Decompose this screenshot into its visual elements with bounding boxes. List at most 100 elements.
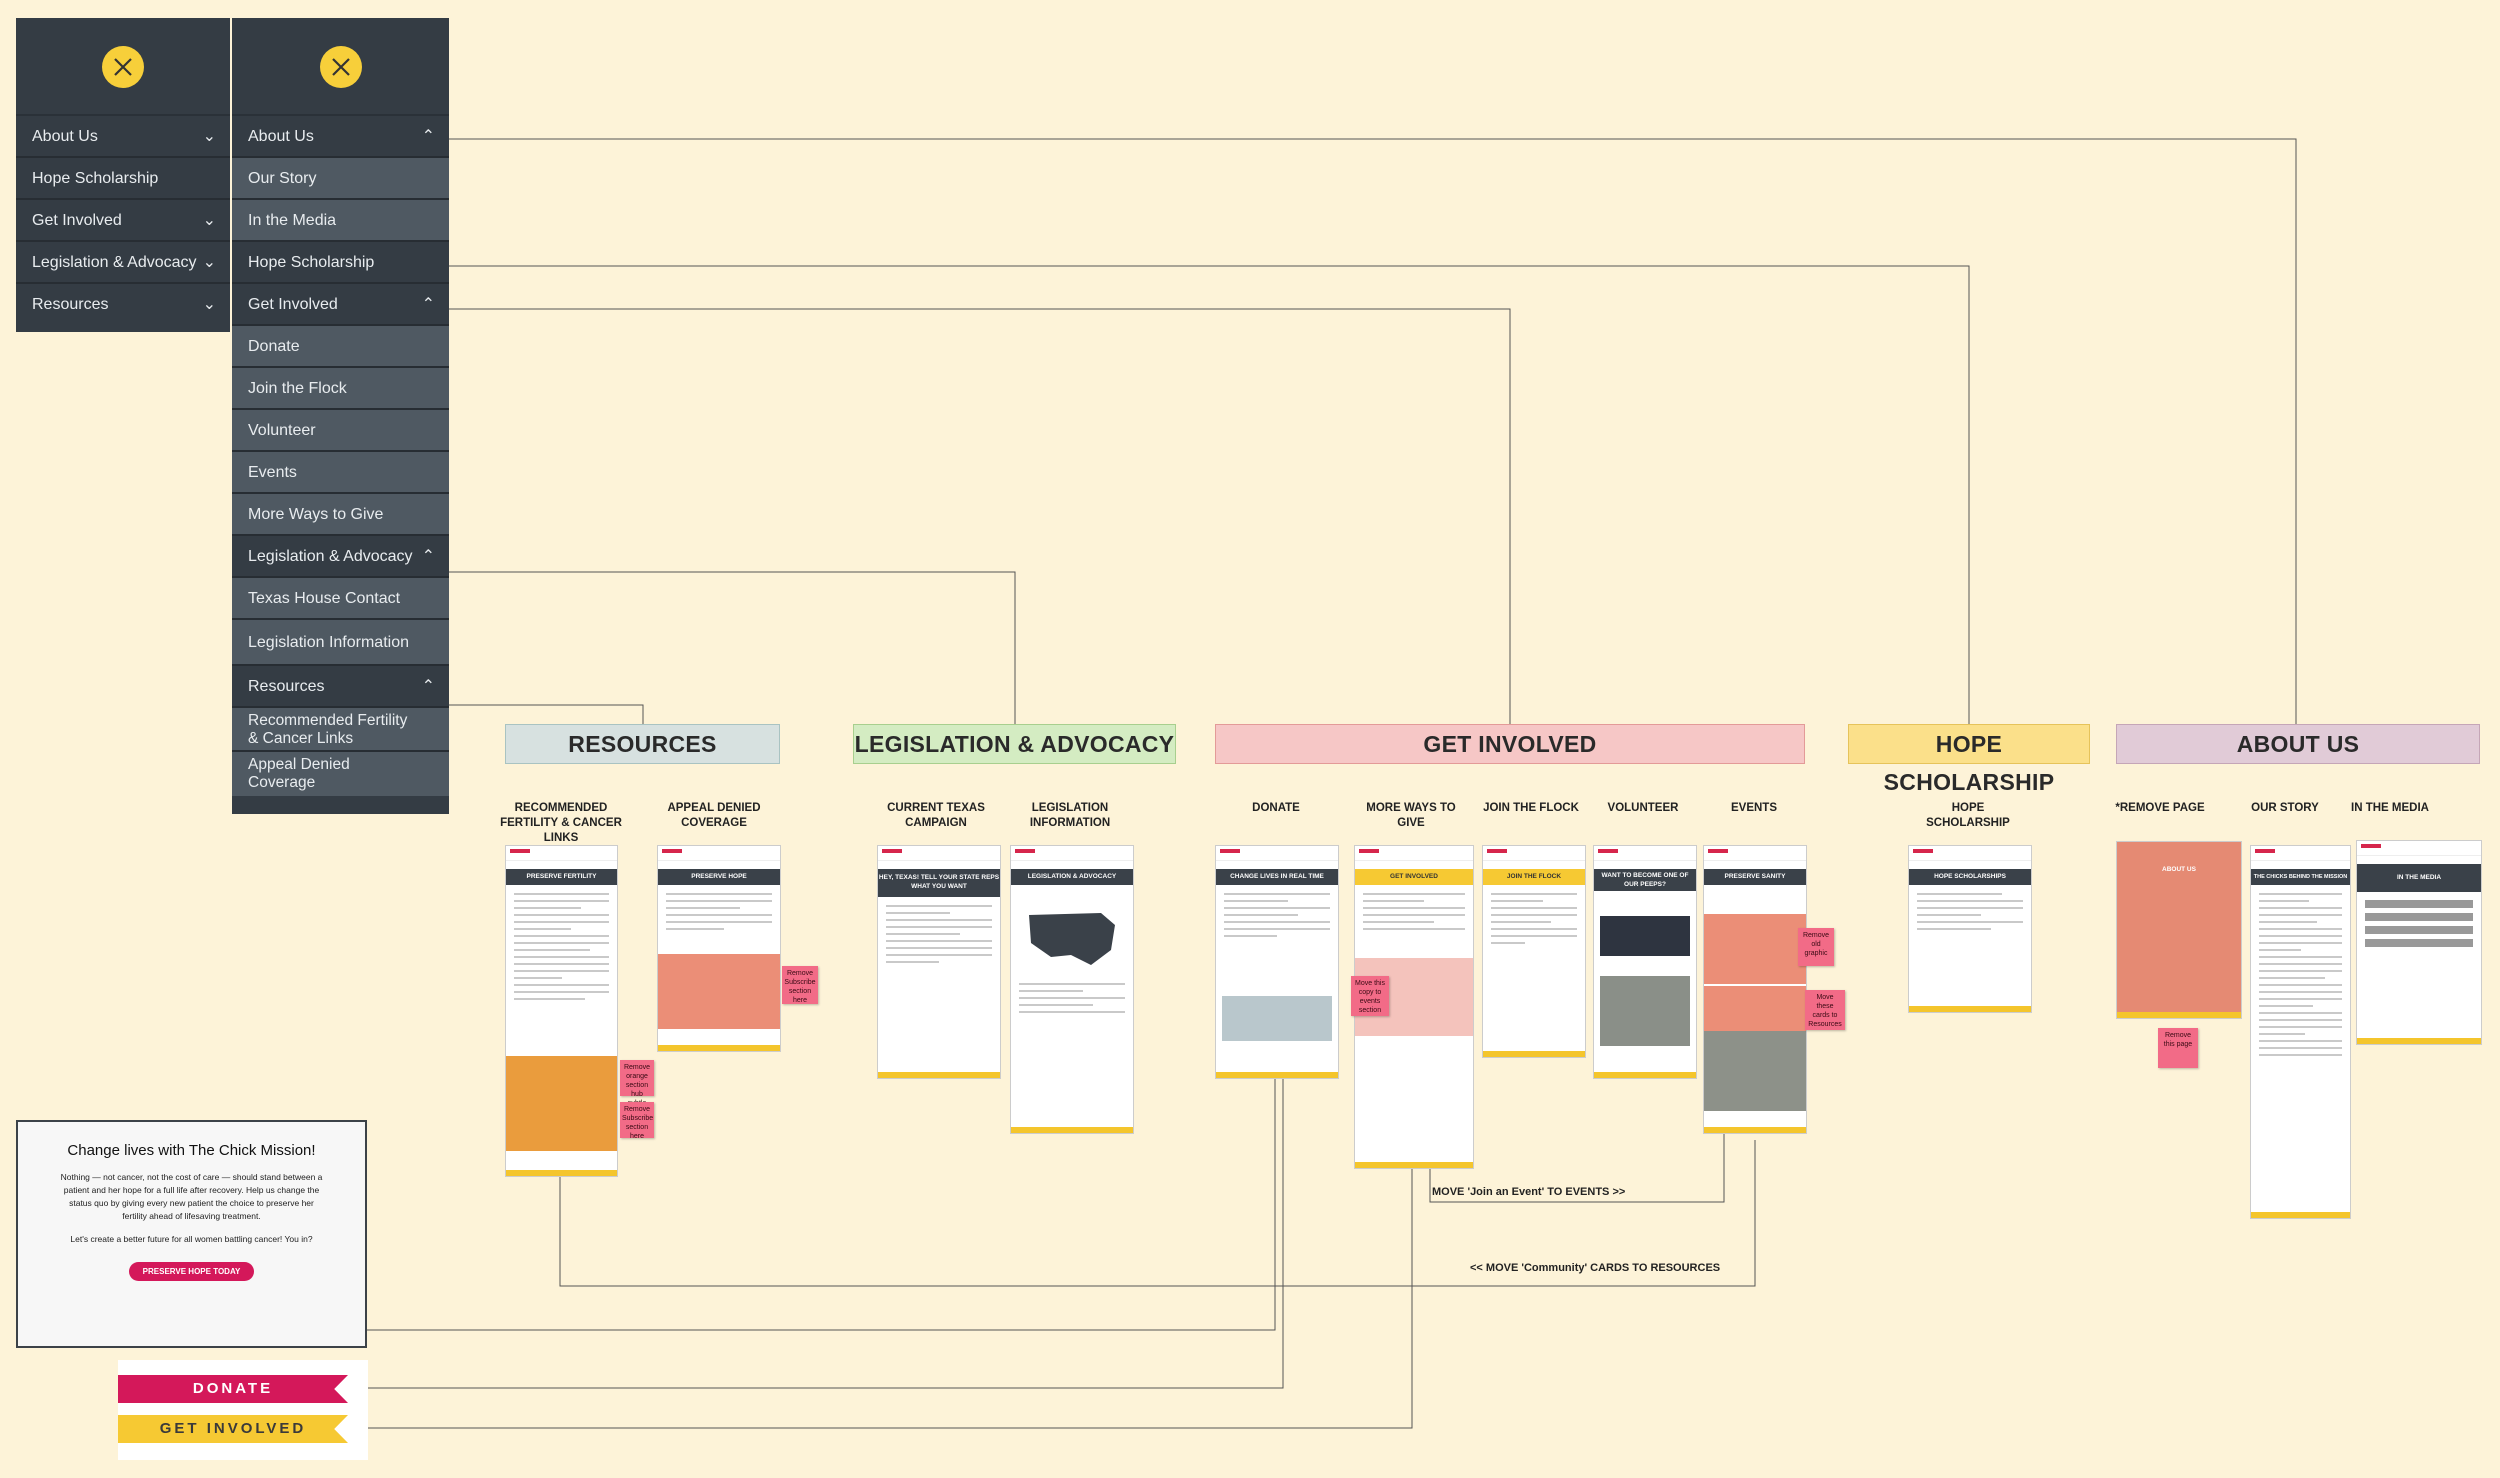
- mockup-footer: [1704, 1127, 1806, 1133]
- category-about-us: ABOUT US: [2116, 724, 2480, 764]
- mockup-volunteer[interactable]: WANT TO BECOME ONE OF OUR PEEPS?: [1593, 845, 1697, 1079]
- mockup-more-ways-to-give[interactable]: GET INVOLVED: [1354, 845, 1474, 1169]
- menu-item-resources[interactable]: Resources ⌄: [16, 284, 230, 326]
- mockup-title: WANT TO BECOME ONE OF OUR PEEPS?: [1594, 869, 1696, 891]
- mockup-donate[interactable]: CHANGE LIVES IN REAL TIME: [1215, 845, 1339, 1079]
- mockup-appeal-denied[interactable]: PRESERVE HOPE: [657, 845, 781, 1052]
- submenu-item-recommended-fertility[interactable]: Recommended Fertility & Cancer Links: [232, 708, 449, 752]
- menu-item-label: More Ways to Give: [248, 506, 384, 523]
- close-icon: [331, 58, 350, 76]
- close-button[interactable]: [319, 46, 362, 88]
- submenu-item-in-the-media[interactable]: In the Media: [232, 200, 449, 242]
- category-hope-scholarship: HOPE SCHOLARSHIP: [1848, 724, 2090, 795]
- submenu-item-join-the-flock[interactable]: Join the Flock: [232, 368, 449, 410]
- mockup-join-the-flock[interactable]: JOIN THE FLOCK: [1482, 845, 1586, 1058]
- mockup-content: [1491, 893, 1577, 944]
- mockup-title: GET INVOLVED: [1355, 869, 1473, 885]
- mockup-header: [658, 846, 780, 861]
- mockup-recommended-fertility[interactable]: PRESERVE FERTILITY: [505, 845, 618, 1177]
- page-label: OUR STORY: [2251, 802, 2319, 814]
- submenu-item-appeal-denied[interactable]: Appeal Denied Coverage: [232, 752, 449, 796]
- mockup-content: [666, 893, 772, 930]
- mockup-footer: [1355, 1162, 1473, 1168]
- mockup-content: [1019, 983, 1125, 1013]
- get-involved-ribbon[interactable]: GET INVOLVED: [118, 1415, 348, 1443]
- mockup-title: LEGISLATION & ADVOCACY: [1011, 869, 1133, 885]
- mockup-about-us[interactable]: ABOUT US: [2116, 841, 2242, 1019]
- mockup-our-story[interactable]: THE CHICKS BEHIND THE MISSION: [2250, 845, 2351, 1219]
- page-label: HOPE SCHOLARSHIP: [1926, 802, 2010, 829]
- preserve-hope-button[interactable]: PRESERVE HOPE TODAY: [128, 1262, 255, 1281]
- menu-item-resources[interactable]: Resources⌃: [232, 666, 449, 708]
- category-resources: RESOURCES: [505, 724, 780, 764]
- menu-item-get-involved[interactable]: Get Involved⌃: [232, 284, 449, 326]
- sticky-note: Remove this page: [2158, 1028, 2198, 1068]
- menu-item-about-us[interactable]: About Us⌄: [16, 116, 230, 158]
- submenu-item-more-ways-to-give[interactable]: More Ways to Give: [232, 494, 449, 536]
- cta-card: Change lives with The Chick Mission! Not…: [16, 1120, 367, 1348]
- mockup-title: ABOUT US: [2162, 866, 2196, 873]
- menu-item-legislation[interactable]: Legislation & Advocacy ⌃: [232, 536, 449, 578]
- page-label: DONATE: [1252, 802, 1300, 814]
- menu-item-label: Events: [248, 464, 297, 481]
- mockup-header: [1594, 846, 1696, 861]
- mockup-content: [886, 905, 992, 963]
- mockup-photo: [1222, 996, 1332, 1041]
- mockup-highlight-section: [1704, 914, 1806, 984]
- menu-item-hope-scholarship[interactable]: Hope Scholarship: [232, 242, 449, 284]
- mockup-in-the-media[interactable]: IN THE MEDIA: [2356, 840, 2482, 1045]
- menu-item-label: Legislation & Advocacy: [248, 548, 413, 565]
- chevron-down-icon: ⌄: [202, 128, 216, 145]
- mockup-photo: [1704, 1031, 1806, 1111]
- menu-item-get-involved[interactable]: Get Involved⌄: [16, 200, 230, 242]
- mockup-header: [878, 846, 1000, 861]
- menu-item-label: Resources: [32, 296, 109, 313]
- mockup-texas-campaign[interactable]: HEY, TEXAS! TELL YOUR STATE REPS WHAT YO…: [877, 845, 1001, 1079]
- mockup-footer: [878, 1072, 1000, 1078]
- mockup-header: [1355, 846, 1473, 861]
- mockup-content: [1917, 893, 2023, 930]
- page-label: RECOMMENDED FERTILITY & CANCER LINKS: [500, 802, 622, 844]
- annotation-move-join: MOVE 'Join an Event' TO EVENTS >>: [1432, 1186, 1626, 1198]
- mockup-content: [2365, 900, 2473, 947]
- mockup-events[interactable]: PRESERVE SANITY: [1703, 845, 1807, 1134]
- mockup-hope-scholarship[interactable]: HOPE SCHOLARSHIPS: [1908, 845, 2032, 1013]
- chevron-up-icon: ⌃: [421, 548, 435, 565]
- mockup-footer: [1011, 1127, 1133, 1133]
- submenu-item-donate[interactable]: Donate: [232, 326, 449, 368]
- mockup-legislation-info[interactable]: LEGISLATION & ADVOCACY: [1010, 845, 1134, 1134]
- page-label: IN THE MEDIA: [2351, 802, 2429, 814]
- cta-body: Let's create a better future for all wom…: [70, 1234, 313, 1244]
- close-button[interactable]: [102, 46, 144, 88]
- mockup-footer: [1594, 1072, 1696, 1078]
- mobile-menu-collapsed: About Us⌄ Hope Scholarship Get Involved⌄…: [16, 18, 230, 332]
- submenu-item-legislation-information[interactable]: Legislation Information: [232, 620, 449, 666]
- mockup-footer: [1216, 1072, 1338, 1078]
- submenu-item-volunteer[interactable]: Volunteer: [232, 410, 449, 452]
- mockup-footer: [1909, 1006, 2031, 1012]
- chevron-down-icon: ⌄: [202, 296, 216, 313]
- mockup-header: [1216, 846, 1338, 861]
- menu-item-about-us[interactable]: About Us⌃: [232, 116, 449, 158]
- mockup-title: IN THE MEDIA: [2357, 864, 2481, 892]
- menu-item-hope-scholarship[interactable]: Hope Scholarship: [16, 158, 230, 200]
- category-legislation: LEGISLATION & ADVOCACY: [853, 724, 1176, 764]
- sticky-note: Remove Subscribe section here: [620, 1102, 654, 1140]
- mockup-highlight-section: [1704, 986, 1806, 1031]
- donate-ribbon[interactable]: DONATE: [118, 1375, 348, 1403]
- sticky-note: Move this copy to events section: [1351, 976, 1389, 1016]
- sticky-note: Remove old graphic: [1798, 928, 1834, 966]
- mockup-header: [1011, 846, 1133, 861]
- submenu-item-our-story[interactable]: Our Story: [232, 158, 449, 200]
- page-label: CURRENT TEXAS CAMPAIGN: [887, 802, 985, 829]
- cta-body: Nothing — not cancer, not the cost of ca…: [60, 1172, 323, 1221]
- mockup-footer: [1483, 1051, 1585, 1057]
- mockup-title: PRESERVE HOPE: [658, 869, 780, 885]
- menu-item-legislation[interactable]: Legislation & Advocacy⌄: [16, 242, 230, 284]
- cta-title: Change lives with The Chick Mission!: [67, 1142, 316, 1159]
- us-map-icon: [1029, 913, 1115, 965]
- mockup-content: [2259, 893, 2342, 1056]
- submenu-item-events[interactable]: Events: [232, 452, 449, 494]
- submenu-item-texas-house-contact[interactable]: Texas House Contact: [232, 578, 449, 620]
